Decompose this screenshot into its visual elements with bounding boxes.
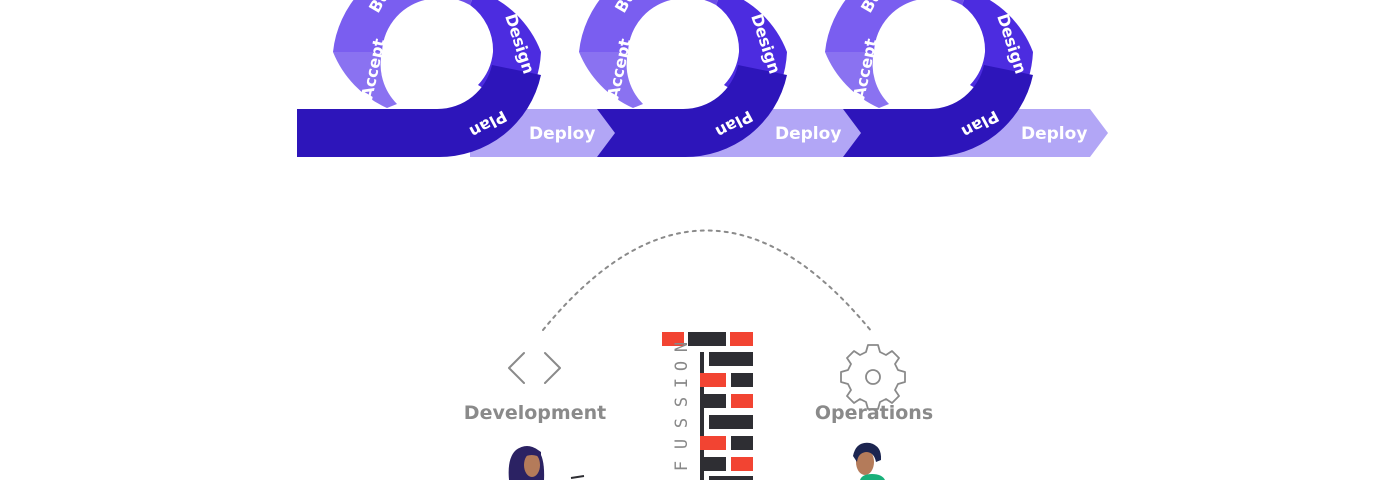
plan-band [843,65,1033,158]
deploy-label: Deploy [775,124,841,144]
plan-band [297,65,541,158]
agile-cycle-3: Build Design Accept Plan Deploy [825,0,1087,158]
gear-icon [840,344,906,410]
ring-segment-accept [579,52,643,108]
ring-segment-build [333,0,425,52]
agile-cycle-2: Build Design Accept Plan Deploy [579,0,841,158]
ring-segment-mid [950,0,964,5]
ring-segment-accept [333,52,397,108]
fusion-letter: U [672,439,692,449]
developer-person-icon [508,446,585,480]
ring-segment-build [579,0,671,52]
ring-segment-accept [825,52,889,108]
fusion-letter: S [672,418,692,428]
development-label: Development [464,402,606,424]
fusion-letter: S [672,397,692,407]
fusion-letter: F [672,461,692,471]
fusion-brick-wall [662,332,753,480]
fusion-letter: N [672,342,692,352]
fusion-letter: O [672,361,692,371]
operator-person-icon [853,442,885,480]
fusion-wordmark: F U S S I O N [672,342,692,471]
deploy-label: Deploy [1021,124,1087,144]
ring-segment-mid [458,0,472,5]
dotted-arc-connector [542,229,873,333]
ring-segment-mid [704,0,718,5]
deploy-label: Deploy [529,124,595,144]
fusion-letter: I [672,378,692,388]
operations-label: Operations [815,402,933,424]
plan-band [597,65,787,158]
code-brackets-icon [508,352,561,384]
ring-segment-build [825,0,917,52]
